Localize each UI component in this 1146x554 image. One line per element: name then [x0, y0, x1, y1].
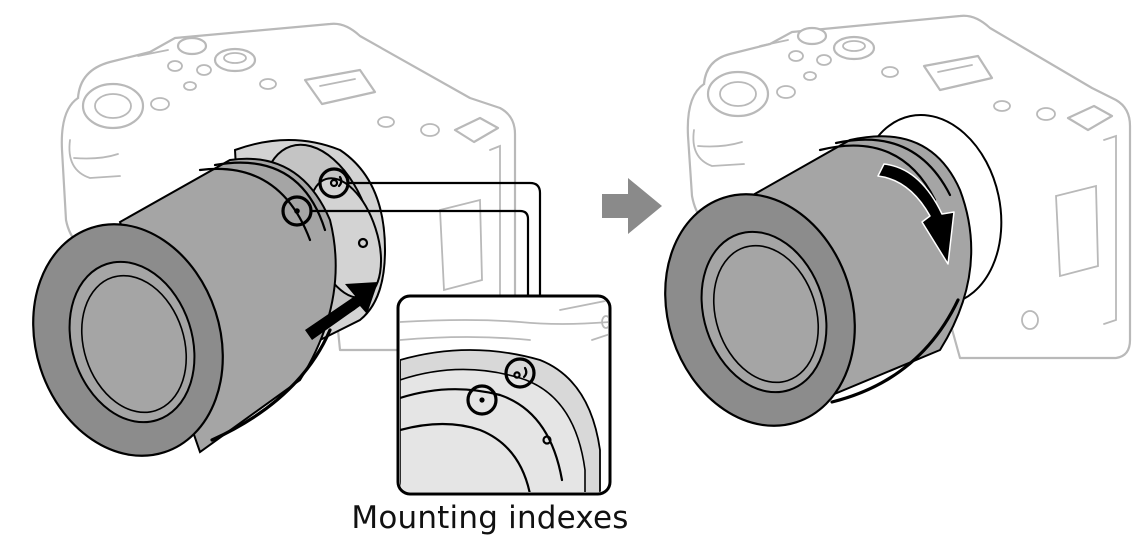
inset-camera-index-circle [504, 357, 536, 389]
push-arrow-icon [305, 282, 378, 340]
rotate-clockwise-arrow-icon [877, 163, 955, 265]
next-step-arrow-icon [602, 178, 662, 234]
mount-index-inset [396, 294, 612, 496]
right-lens [664, 113, 1003, 427]
mounting-indexes-caption: Mounting indexes [351, 500, 629, 536]
inset-lens-index-circle [466, 384, 498, 416]
index-leader-lines [309, 181, 542, 302]
left-lens [32, 139, 387, 457]
